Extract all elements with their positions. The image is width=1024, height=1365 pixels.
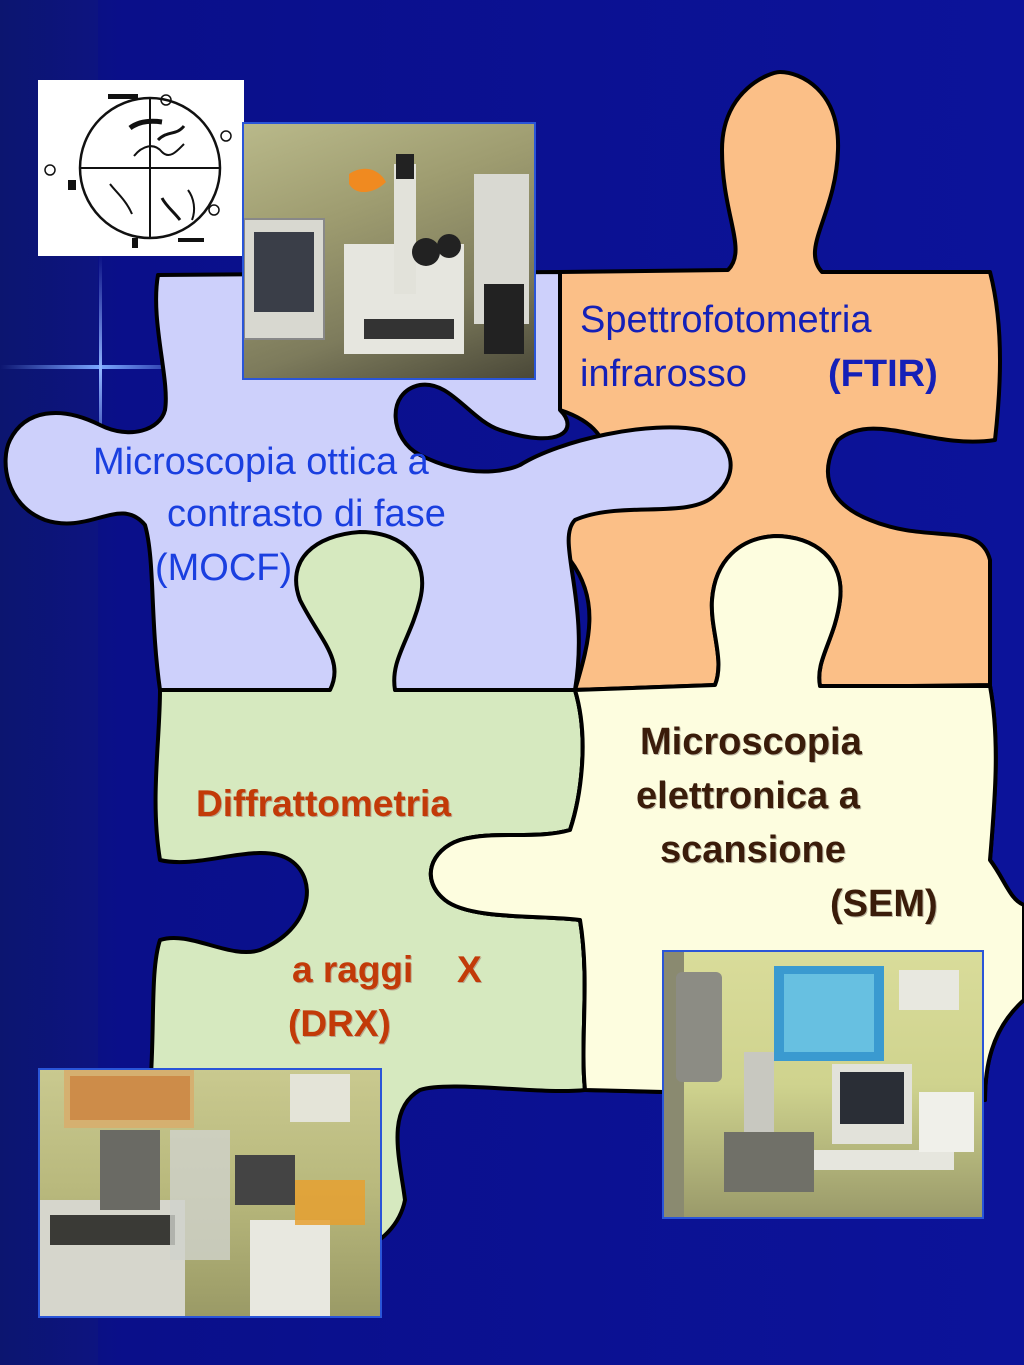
sem-title-line2: elettronica a [636, 775, 860, 817]
sem-title-line1: Microscopia [640, 721, 862, 763]
xrd-equipment-icon [40, 1070, 365, 1316]
microscope-photo [242, 122, 536, 380]
drx-title-line2-x: X [457, 949, 482, 990]
microscope-icon [244, 154, 529, 354]
mocf-title-line1: Microscopia ottica a [93, 441, 429, 483]
fiber-graticule-icon [44, 94, 232, 248]
fiber-diagram-image [38, 80, 244, 256]
sem-equipment-icon [664, 952, 974, 1217]
mocf-title-line2: contrasto di fase [167, 493, 446, 535]
drx-title-line2: a raggi [292, 949, 414, 990]
drx-title-line1: Diffrattometria [196, 783, 451, 824]
sem-acronym: (SEM) [830, 883, 938, 925]
puzzle-piece-mocf [3, 270, 733, 692]
sem-lab-photo [662, 950, 984, 1219]
ftir-title-line1: Spettrofotometria [580, 299, 872, 341]
ftir-acronym: (FTIR) [828, 353, 938, 395]
decorative-glow-line-vertical [99, 255, 102, 485]
sem-title-line3: scansione [660, 829, 846, 871]
ftir-title-line2: infrarosso [580, 353, 747, 395]
drx-acronym: (DRX) [288, 1003, 391, 1044]
mocf-title-line3: (MOCF) [155, 547, 293, 589]
xrd-lab-photo [38, 1068, 382, 1318]
